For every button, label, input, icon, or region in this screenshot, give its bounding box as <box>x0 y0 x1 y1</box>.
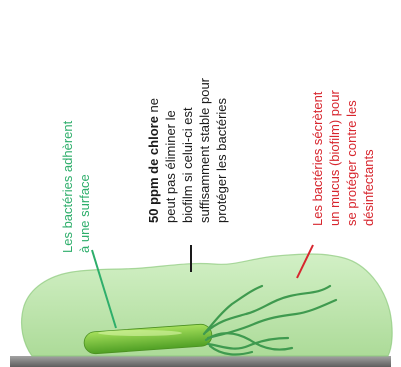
adhesion-label: Les bactéries adhèrent à une surface <box>60 117 92 253</box>
mucus-line-1: Les bactéries sécrètent <box>310 91 325 226</box>
mucus-line-2: un mucus (biofilm) pour <box>327 90 342 226</box>
mucus-line-4: désinfectants <box>361 149 376 226</box>
adhesion-line-2: à une surface <box>77 174 92 253</box>
chlorine-line-5: protéger les bactéries <box>214 97 229 223</box>
chlorine-line-3: biofilm si celui-ci est <box>180 107 195 223</box>
adhesion-line-1: Les bactéries adhèrent <box>60 120 75 253</box>
chlorine-line-4: suffisamment stable pour <box>197 77 212 223</box>
surface <box>10 356 391 367</box>
mucus-label: Les bactéries sécrètent un mucus (biofil… <box>310 87 376 226</box>
bacterium-highlight <box>98 330 182 336</box>
chlorine-line1-rest: ne <box>146 98 161 116</box>
chlorine-line-2: peut pas éliminer le <box>163 110 178 223</box>
chlorine-bold: 50 ppm de chlore <box>146 116 161 223</box>
mucus-line-3: se protéger contre les <box>344 100 359 226</box>
chlorine-label: 50 ppm de chlore ne peut pas éliminer le… <box>146 74 229 223</box>
